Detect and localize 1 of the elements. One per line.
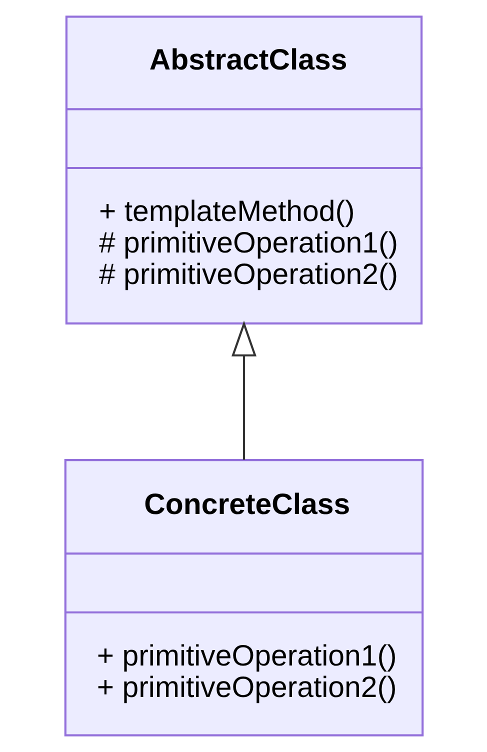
arrow: [231, 320, 256, 460]
